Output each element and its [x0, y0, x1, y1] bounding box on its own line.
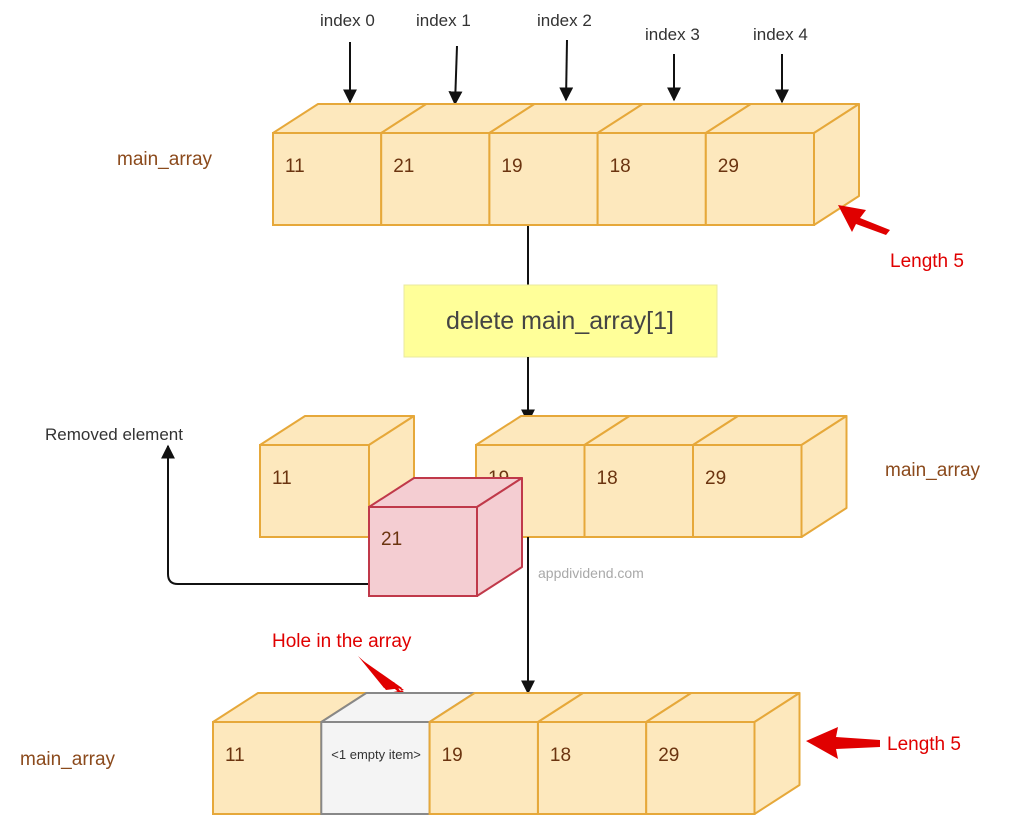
bottom-length-note: Length 5 — [887, 734, 961, 755]
bottom-array-cell-4: 29 — [645, 692, 801, 815]
hole-note: Hole in the array — [272, 631, 412, 652]
top-array-value-1: 21 — [393, 156, 414, 177]
top-array-cell-4: 29 — [704, 103, 860, 226]
index-arrows — [343, 39, 789, 106]
middle-remaining-cell-1: 18 — [583, 415, 739, 538]
index-label-4: index 4 — [753, 25, 808, 44]
removed-cube: 21 — [368, 477, 523, 597]
top-length-note: Length 5 — [890, 251, 964, 272]
top-array-label: main_array — [117, 149, 213, 170]
removed-cell: 21 — [368, 477, 523, 597]
bottom-array-value-0: 11 — [225, 745, 245, 766]
top-array-value-4: 29 — [718, 156, 739, 177]
index-label-2: index 2 — [537, 11, 592, 30]
removed-value: 21 — [381, 529, 402, 550]
bottom-array-value-4: 29 — [658, 745, 679, 766]
middle-array-label: main_array — [885, 460, 981, 481]
index-arrow-1 — [448, 45, 463, 106]
length-arrow-bottom — [806, 727, 880, 759]
middle-remaining-value-2: 29 — [705, 468, 726, 489]
top-array-cell-2: 19 — [488, 103, 644, 226]
hole-arrow-shape — [358, 656, 405, 698]
top-array-value-3: 18 — [610, 156, 631, 177]
middle-kept-value: 11 — [272, 468, 292, 489]
bottom-array-value-3: 18 — [550, 745, 571, 766]
index-label-0: index 0 — [320, 11, 375, 30]
removed-arrow — [161, 444, 370, 585]
operation-box: delete main_array[1] — [403, 284, 718, 358]
bottom-array-value-1: <1 empty item> — [331, 747, 421, 762]
length-arrow-top — [838, 205, 890, 235]
top-array-cell-3: 18 — [596, 103, 752, 226]
bottom-array-cell-0: 11 — [212, 692, 368, 815]
index-labels: index 0 index 1 index 2 index 3 index 4 — [320, 11, 808, 44]
middle-remaining-cell-2: 29 — [692, 415, 848, 538]
top-array: 11 21 19 18 29 — [272, 103, 860, 226]
bottom-array-cell-3: 18 — [536, 692, 693, 815]
middle-kept-cube: 11 — [259, 415, 415, 538]
top-array-value-2: 19 — [501, 156, 522, 177]
removed-element-label: Removed element — [45, 425, 183, 444]
bottom-array-cell-2: 19 — [428, 692, 584, 815]
index-label-3: index 3 — [645, 25, 700, 44]
middle-kept-cell: 11 — [259, 415, 415, 538]
bottom-array-value-2: 19 — [442, 745, 463, 766]
top-array-value-0: 11 — [285, 156, 305, 177]
middle-remaining-value-1: 18 — [597, 468, 618, 489]
bottom-array: 11 <1 empty item> 18 29 19 — [212, 692, 801, 815]
index-arrow-2 — [559, 39, 574, 102]
operation-text: delete main_array[1] — [446, 307, 674, 335]
index-label-1: index 1 — [416, 11, 471, 30]
watermark: appdividend.com — [538, 565, 644, 581]
bottom-array-label: main_array — [20, 749, 116, 770]
